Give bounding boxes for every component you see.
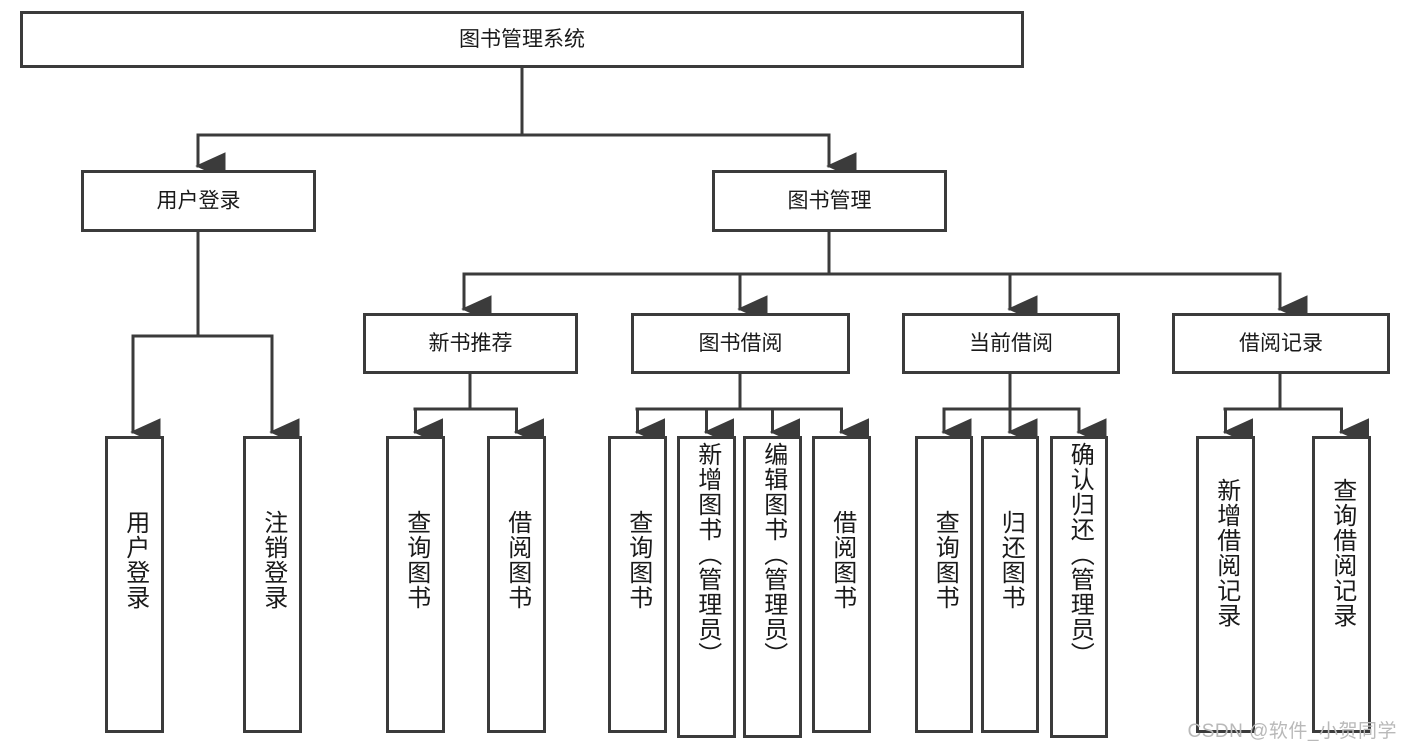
node-box-book-borrow[interactable] bbox=[631, 313, 850, 374]
node-label-root: 图书管理系统 bbox=[459, 28, 585, 51]
node-box-leaf-query-book-recommend[interactable] bbox=[386, 436, 445, 733]
node-box-leaf-add-book-admin[interactable] bbox=[677, 436, 736, 738]
node-box-leaf-query-book-current[interactable] bbox=[915, 436, 973, 733]
node-box-leaf-logout[interactable] bbox=[243, 436, 302, 733]
node-box-leaf-add-borrow-record[interactable] bbox=[1196, 436, 1255, 733]
node-label-book-management: 图书管理 bbox=[788, 190, 872, 213]
node-box-leaf-query-book-borrow[interactable] bbox=[608, 436, 667, 733]
node-box-current-borrow[interactable] bbox=[902, 313, 1120, 374]
node-box-leaf-edit-book-admin[interactable] bbox=[743, 436, 802, 738]
node-label-book-borrow: 图书借阅 bbox=[699, 332, 783, 355]
node-box-leaf-query-borrow-record[interactable] bbox=[1312, 436, 1371, 733]
node-label-user-login: 用户登录 bbox=[157, 190, 241, 213]
node-label-current-borrow: 当前借阅 bbox=[969, 332, 1053, 355]
node-box-leaf-confirm-return-admin[interactable] bbox=[1050, 436, 1108, 738]
node-box-root[interactable] bbox=[20, 11, 1024, 68]
node-box-book-management[interactable] bbox=[712, 170, 947, 232]
node-box-leaf-return-book[interactable] bbox=[981, 436, 1039, 733]
node-box-new-book-recommend[interactable] bbox=[363, 313, 578, 374]
node-label-borrow-record: 借阅记录 bbox=[1239, 332, 1323, 355]
node-box-borrow-record[interactable] bbox=[1172, 313, 1390, 374]
watermark-text: CSDN @软件_小贺同学 bbox=[1187, 721, 1397, 742]
node-label-new-book-recommend: 新书推荐 bbox=[429, 332, 513, 355]
node-box-leaf-user-login[interactable] bbox=[105, 436, 164, 733]
connector-layer bbox=[130, 66, 1369, 446]
node-box-leaf-borrow-book[interactable] bbox=[812, 436, 871, 733]
node-box-leaf-borrow-book-recommend[interactable] bbox=[487, 436, 546, 733]
node-box-user-login[interactable] bbox=[81, 170, 316, 232]
